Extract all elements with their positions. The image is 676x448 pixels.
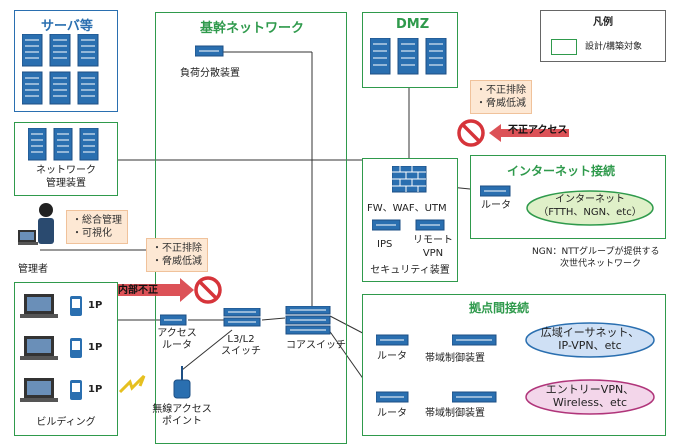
- core-network-box: 基幹ネットワーク: [155, 12, 347, 444]
- security-ips-label: IPS: [377, 239, 393, 250]
- core-switch-icon: [285, 306, 331, 335]
- security-vpn-label-1: リモート: [413, 235, 453, 246]
- threat-note-mid-2: ・脅威低減: [152, 256, 202, 267]
- unauthorized-access-label: 不正アクセス: [508, 125, 568, 136]
- admin-note-2: ・可視化: [72, 228, 112, 239]
- l3l2-switch-label-2: スイッチ: [221, 346, 261, 357]
- inter-site-title: 拠点間接続: [469, 301, 530, 315]
- bandwidth-label-2: 帯域制御装置: [425, 408, 485, 419]
- phone-label-2: 1P: [88, 342, 103, 353]
- server-rack-icons: [22, 34, 99, 105]
- mgmt-device-label-1: ネットワーク: [36, 165, 96, 176]
- wan-cloud-2: [525, 379, 655, 415]
- mgmt-device-label-2: 管理装置: [46, 178, 86, 189]
- access-router-label-1: アクセス: [157, 328, 197, 339]
- security-vpn-label-2: VPN: [422, 248, 444, 259]
- dmz-server-icons: [370, 38, 447, 75]
- building-label: ビルディング: [36, 417, 96, 428]
- internet-cloud: [526, 190, 654, 226]
- legend-box: 凡例 設計/構築対象: [540, 10, 666, 62]
- legend-title: 凡例: [593, 17, 613, 28]
- unauthorized-access-arrow: [457, 119, 569, 147]
- admin-icon: [18, 203, 54, 245]
- legend-item: 設計/構築対象: [585, 42, 643, 52]
- inter-site-router-label-2: ルータ: [377, 408, 407, 419]
- security-fw-label: FW、WAF、UTM: [367, 203, 447, 214]
- admin-notes: ・総合管理 ・可視化: [66, 210, 128, 244]
- threat-note-top-1: ・不正排除: [476, 85, 526, 96]
- threat-note-mid: ・不正排除 ・脅威低減: [146, 238, 208, 272]
- threat-note-mid-1: ・不正排除: [152, 243, 202, 254]
- core-switch-label: コアスイッチ: [286, 340, 346, 351]
- l3l2-switch-label-1: L3/L2: [227, 334, 255, 345]
- internet-cloud-label-1: インターネット: [555, 194, 625, 205]
- load-balancer-icon: [195, 45, 224, 57]
- internal-unauthorized-arrow: [112, 276, 222, 304]
- security-label: セキュリティ装置: [370, 265, 450, 276]
- dmz-label: DMZ: [396, 17, 430, 32]
- phone-label-1: 1P: [88, 300, 103, 311]
- threat-note-top-2: ・脅威低減: [476, 98, 526, 109]
- access-router-icon: [160, 314, 187, 326]
- ips-vpn-icons: [372, 219, 445, 231]
- bandwidth-label-1: 帯域制御装置: [425, 353, 485, 364]
- access-router-label-2: ルータ: [162, 340, 192, 351]
- phone-label-3: 1P: [88, 384, 103, 395]
- core-network-label: 基幹ネットワーク: [200, 21, 305, 36]
- inter-site-router-icon-2: [376, 391, 409, 403]
- wan-cloud-1: [525, 322, 655, 358]
- inter-site-box: 拠点間接続 ルータ 帯域制御装置 ルータ 帯域制御装置: [362, 294, 666, 436]
- l3l2-switch-icon: [223, 308, 261, 327]
- ngn-note-2: 次世代ネットワーク: [560, 259, 642, 269]
- internet-router-icon: [480, 185, 511, 197]
- inter-site-router-label-1: ルータ: [377, 351, 407, 362]
- admin-label: 管理者: [18, 264, 48, 275]
- mgmt-server-icons: [28, 128, 99, 161]
- firewall-icon: [392, 166, 427, 193]
- wan-cloud-2-label-1: エントリーVPN、: [545, 383, 635, 396]
- wireless-ap-label-1: 無線アクセス: [152, 404, 212, 415]
- servers-label: サーバ等: [41, 19, 93, 34]
- legend-swatch: [551, 39, 577, 55]
- ngn-note-1: NGN：NTTグループが提供する: [532, 247, 660, 257]
- internet-cloud-label-2: （FTTH、NGN、etc）: [538, 207, 642, 218]
- internal-unauthorized-label: 内部不正: [118, 285, 158, 296]
- wan-cloud-1-label-1: 広域イーサネット、: [540, 326, 640, 339]
- internet-title: インターネット接続: [507, 164, 616, 178]
- wan-cloud-2-label-2: Wireless、etc: [552, 396, 628, 409]
- wireless-ap-icon: [173, 366, 191, 399]
- bandwidth-icon-1: [452, 334, 497, 346]
- wan-cloud-1-label-2: IP-VPN、etc: [558, 339, 622, 352]
- wireless-ap-label-2: ポイント: [162, 416, 202, 427]
- internet-router-label: ルータ: [481, 200, 511, 211]
- threat-note-top: ・不正排除 ・脅威低減: [470, 80, 532, 114]
- bandwidth-icon-2: [452, 391, 497, 403]
- building-devices: [20, 294, 82, 402]
- admin-note-1: ・総合管理: [72, 215, 122, 226]
- wireless-signal-icon: [118, 374, 146, 394]
- load-balancer-label: 負荷分散装置: [180, 68, 240, 79]
- inter-site-router-icon-1: [376, 334, 409, 346]
